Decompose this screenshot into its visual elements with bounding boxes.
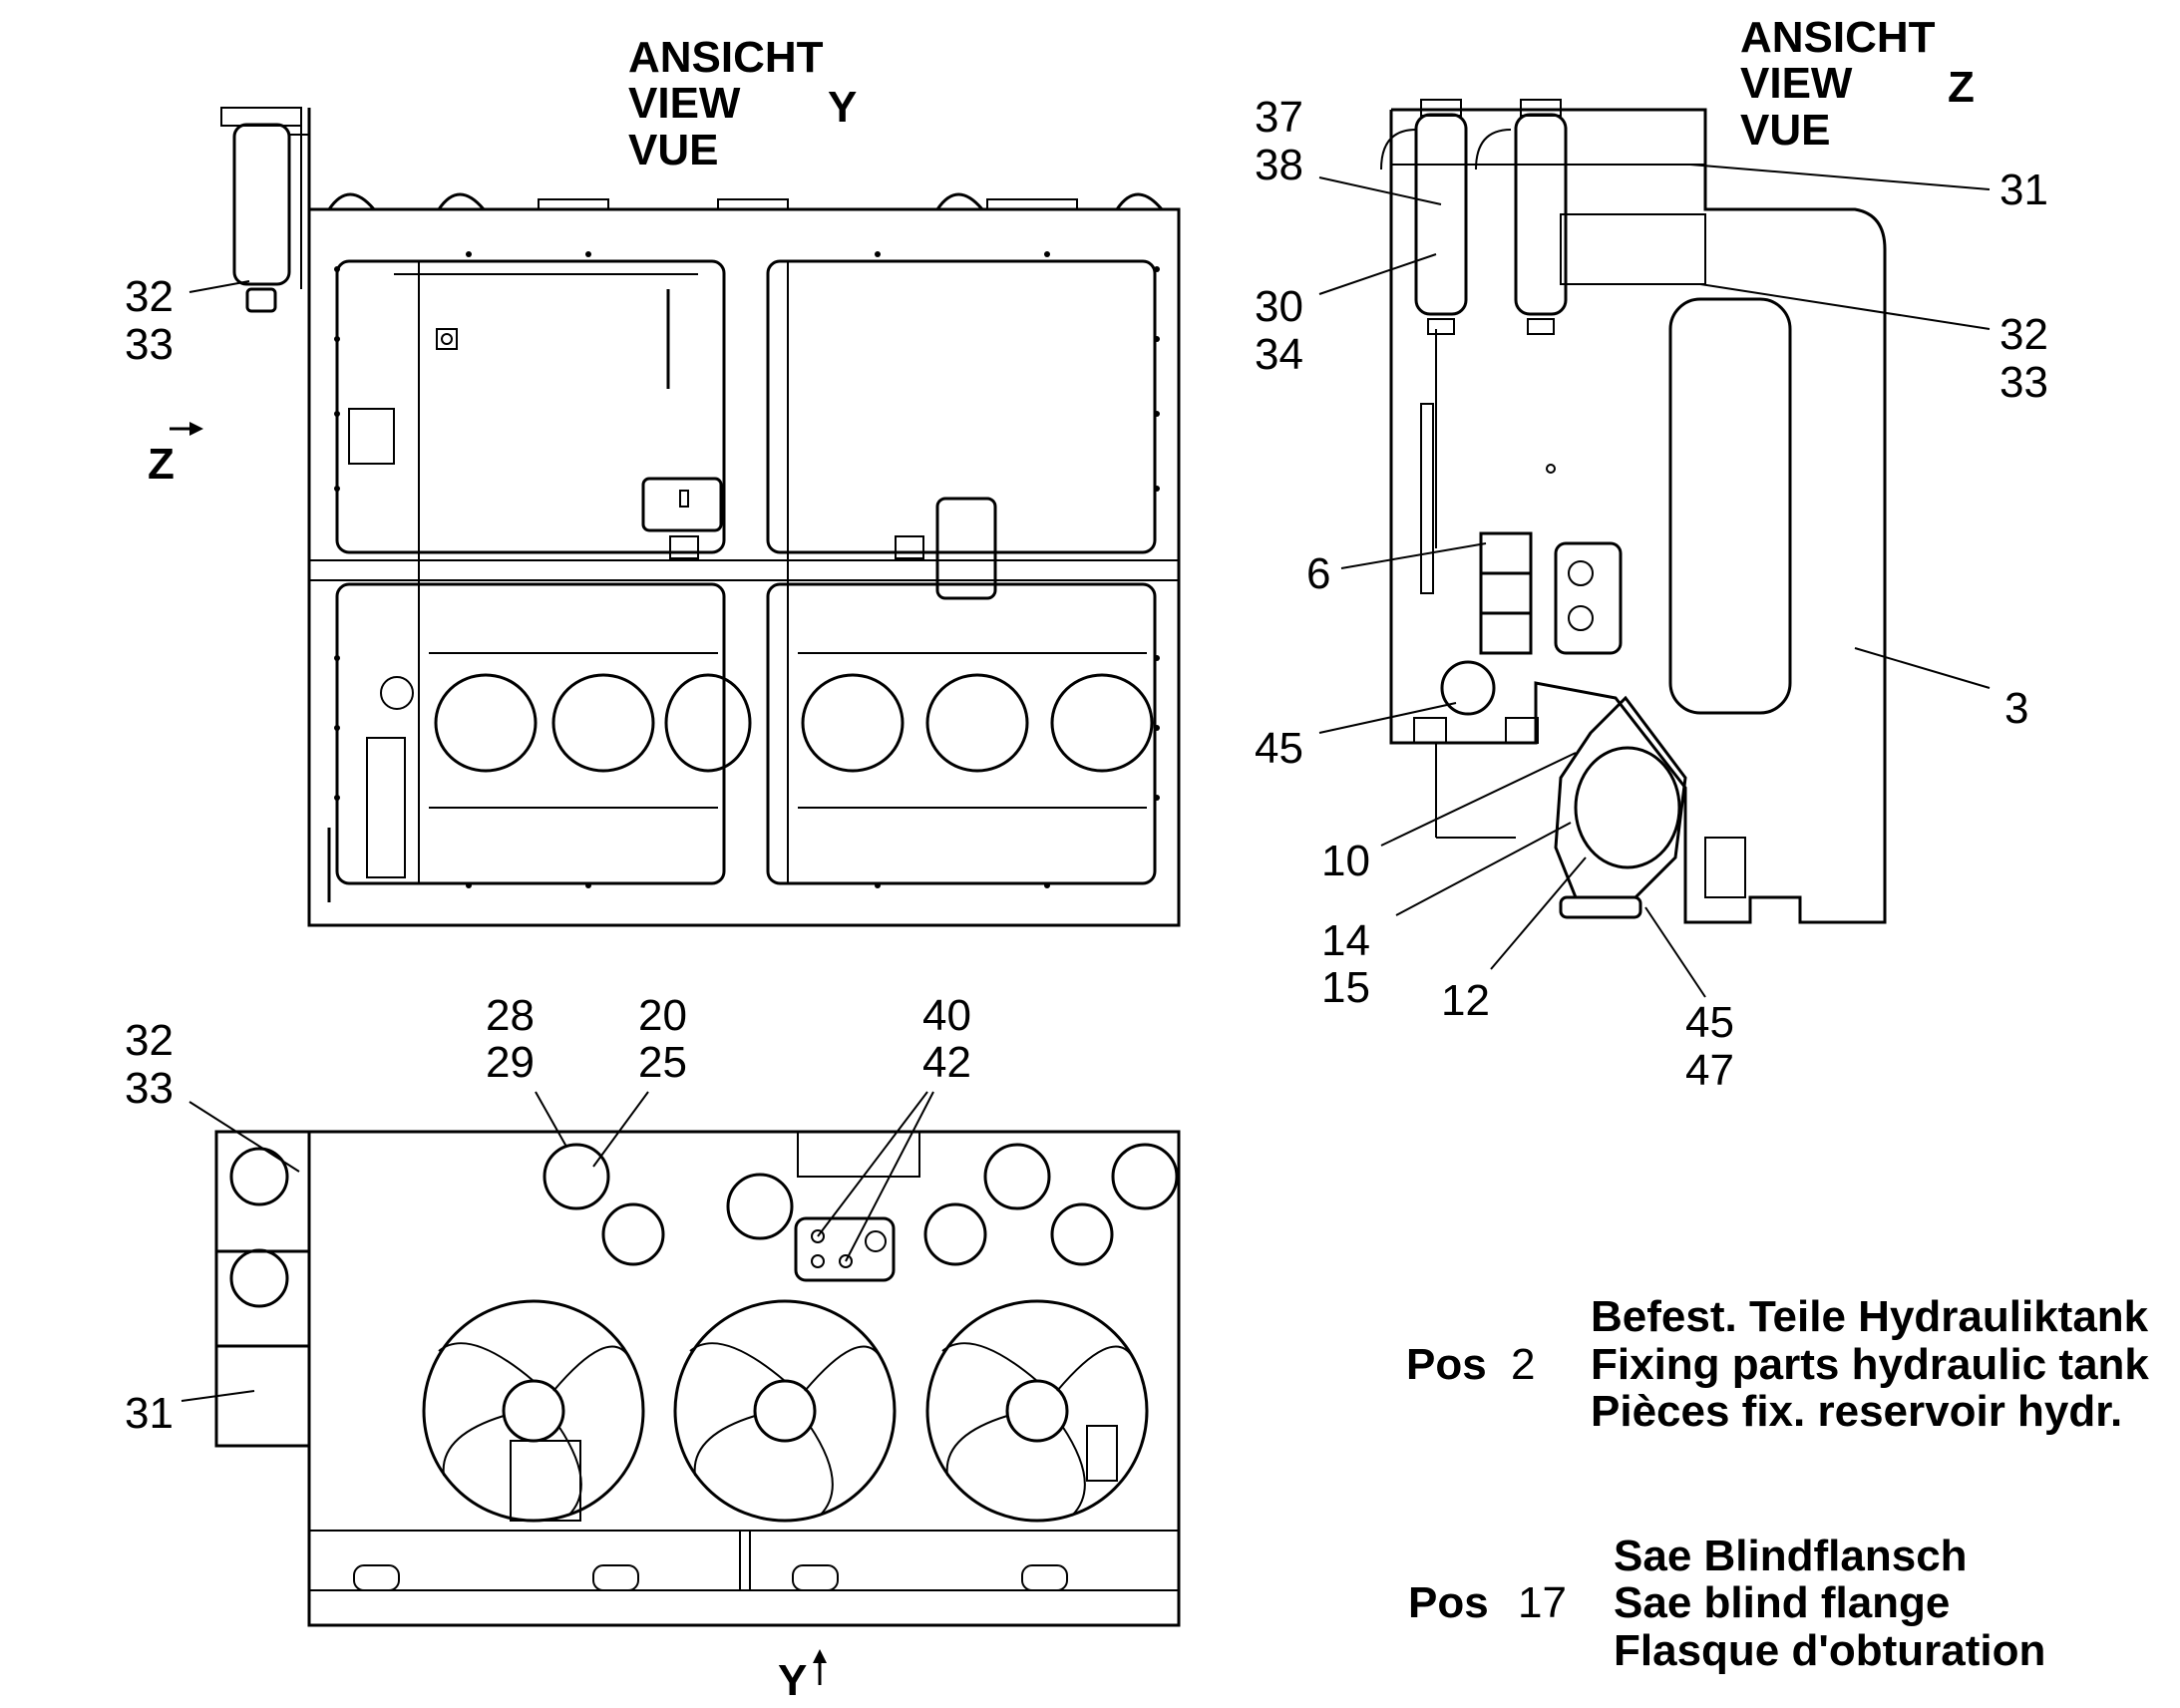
callout-31: 31 — [125, 1389, 174, 1438]
view-z-arrow-label: Z — [148, 440, 175, 489]
callout-45: 45 — [1685, 998, 1734, 1047]
leader-line — [181, 1390, 255, 1402]
callout-29: 29 — [486, 1038, 535, 1087]
legend-17-fr: Flasque d'obturation — [1614, 1626, 2045, 1675]
callout-33: 33 — [125, 320, 174, 369]
callout-15: 15 — [1321, 963, 1370, 1012]
leader-line — [592, 1091, 649, 1168]
legend-2-pos: Pos — [1406, 1340, 1487, 1389]
callout-31: 31 — [1999, 166, 2048, 214]
view-z-title-fr: VUE — [1740, 106, 1830, 155]
callout-20: 20 — [638, 991, 687, 1040]
callout-37: 37 — [1255, 93, 1303, 142]
leader-line — [817, 1091, 928, 1237]
legend-2-fr: Pièces fix. reservoir hydr. — [1591, 1387, 2122, 1436]
callout-42: 42 — [922, 1038, 971, 1087]
view-y-arrow-label: Y — [778, 1656, 807, 1705]
callout-30: 30 — [1255, 282, 1303, 331]
view-z-letter: Z — [1948, 63, 1975, 112]
leader-line — [188, 280, 250, 293]
view-y-letter: Y — [828, 83, 857, 132]
leader-line — [1395, 822, 1572, 916]
callout-45: 45 — [1255, 724, 1303, 773]
view-y-title-de: ANSICHT — [628, 33, 824, 82]
view-y-title-en: VIEW — [628, 79, 741, 128]
callout-38: 38 — [1255, 141, 1303, 189]
callout-40: 40 — [922, 991, 971, 1040]
leader-line — [1689, 164, 1991, 190]
legend-17-pos: Pos — [1408, 1578, 1489, 1627]
legend-2-en: Fixing parts hydraulic tank — [1591, 1340, 2149, 1389]
leader-line — [1340, 542, 1487, 569]
legend-17-number: 17 — [1518, 1578, 1567, 1627]
bolt-pattern — [334, 251, 1160, 888]
inspection-cover — [434, 673, 1154, 773]
leader-line — [845, 1091, 934, 1262]
legend-17-de: Sae Blindflansch — [1614, 1532, 1968, 1580]
callout-32: 32 — [125, 272, 174, 321]
return-filter — [1380, 99, 1706, 335]
cooling-fan — [422, 1299, 1149, 1523]
side-view-tank — [1380, 99, 1887, 924]
callout-32: 32 — [1999, 310, 2048, 359]
callout-10: 10 — [1321, 837, 1370, 885]
callout-33: 33 — [125, 1064, 174, 1113]
legend-17-en: Sae blind flange — [1614, 1578, 1950, 1627]
callout-14: 14 — [1321, 916, 1370, 965]
leader-line — [1380, 752, 1577, 847]
callout-28: 28 — [486, 991, 535, 1040]
callout-34: 34 — [1255, 330, 1303, 379]
callout-3: 3 — [2004, 684, 2028, 733]
leader-line — [1699, 283, 1991, 330]
legend-2-number: 2 — [1511, 1340, 1535, 1389]
leader-line — [1490, 856, 1587, 970]
front-view-tank — [220, 107, 1181, 927]
leader-line — [1318, 702, 1457, 734]
leader-line — [1644, 906, 1706, 998]
legend-2-de: Befest. Teile Hydrauliktank — [1591, 1292, 2149, 1341]
callout-12: 12 — [1441, 976, 1490, 1025]
leader-line — [535, 1091, 567, 1148]
callout-25: 25 — [638, 1038, 687, 1087]
leader-line — [188, 1101, 300, 1173]
return-filter-side — [220, 107, 311, 313]
view-z-title-de: ANSICHT — [1740, 13, 1936, 62]
top-view-tank — [214, 1130, 1181, 1627]
callout-32: 32 — [125, 1016, 174, 1065]
legend-pos-2: Befest. Teile Hydrauliktank Pos 2 Fixing… — [1406, 1292, 2149, 1436]
callout-6: 6 — [1306, 549, 1330, 598]
leader-line — [1318, 176, 1442, 205]
callout-33: 33 — [1999, 358, 2048, 407]
leader-line — [1318, 253, 1437, 295]
port-cover — [229, 1143, 1179, 1308]
view-z-title-en: VIEW — [1740, 59, 1853, 108]
callout-47: 47 — [1685, 1046, 1734, 1095]
leader-line — [1854, 647, 1991, 689]
view-y-title-fr: VUE — [628, 126, 718, 174]
legend-pos-17: Sae Blindflansch Pos 17 Sae blind flange… — [1408, 1532, 2045, 1675]
